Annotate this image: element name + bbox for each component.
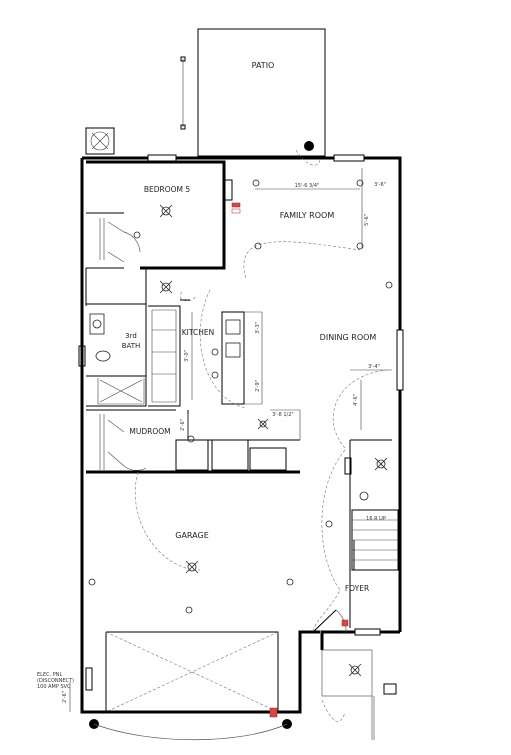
dining-room: DINING ROOM 3'-4" 4'-6" 3'-8 1/2": [272, 281, 393, 449]
light-fixture-icon: [159, 280, 173, 294]
garage-label: GARAGE: [175, 531, 209, 540]
dimension-label: 3'-3": [255, 322, 261, 334]
panel-note-line2: (DISCONNECT): [37, 678, 74, 684]
dimension-label: 3'-8 1/2": [272, 412, 293, 418]
porch-step: [321, 649, 397, 740]
interior-walls: [85, 268, 392, 628]
third-bath: 3rd BATH: [86, 303, 147, 407]
foyer: FOYER: [312, 449, 369, 635]
third-bath-label-line1: 3rd: [125, 332, 137, 340]
family-room-label: FAMILY ROOM: [280, 211, 335, 220]
mudroom-label: MUDROOM: [129, 427, 170, 436]
light-fixture-icon: [185, 560, 199, 574]
dimension-label: 15'-6 3/4": [295, 183, 320, 189]
dimension-label: 2'-6": [62, 691, 68, 703]
dimension-label: 3'-6": [374, 182, 386, 188]
kitchen-label: KITCHEN: [182, 328, 215, 337]
light-fixture-icon: [348, 663, 362, 677]
stair-note: 16 R UP: [366, 516, 386, 522]
ac-condenser: [85, 127, 115, 155]
recessed-light-icon: [89, 141, 314, 729]
patio: PATIO: [197, 28, 326, 157]
light-fixture-icon: [374, 457, 388, 471]
dimension-label: 3'-4": [368, 364, 380, 370]
third-bath-label-line2: BATH: [122, 342, 141, 350]
light-fixture-icon: [159, 204, 173, 218]
family-room: FAMILY ROOM 15'-6 3/4" 5'-6" 3'-6": [243, 149, 386, 279]
exterior-walls: [78, 154, 404, 714]
dining-room-label: DINING ROOM: [320, 333, 377, 342]
foyer-label: FOYER: [345, 584, 369, 593]
kitchen: KITCHEN 3'-0" 3'-3" 2'-9": [148, 289, 263, 409]
panel-note-line1: ELEC. PNL: [37, 672, 63, 678]
garage: GARAGE 2'-6" ELEC. PNL (DISCONNECT) 100 …: [37, 471, 294, 741]
patio-label: PATIO: [252, 61, 275, 70]
panel-note-line3: 100 AMP SVC: [37, 684, 71, 690]
dimension-label: 2'-9": [255, 380, 261, 392]
bedroom-5: BEDROOM 5: [86, 160, 241, 270]
dimension-label: 4'-6": [353, 394, 359, 406]
staircase: 16 R UP: [344, 457, 399, 571]
mudroom: MUDROOM 2'-6": [86, 414, 300, 474]
light-fixture-icon: [257, 418, 269, 430]
dimension-line: [180, 56, 186, 130]
dimension-label: 2'-6": [180, 419, 186, 431]
dimension-label: 3'-0": [184, 350, 190, 362]
dimension-label: 5'-6": [364, 214, 370, 226]
bedroom5-label: BEDROOM 5: [144, 185, 191, 194]
